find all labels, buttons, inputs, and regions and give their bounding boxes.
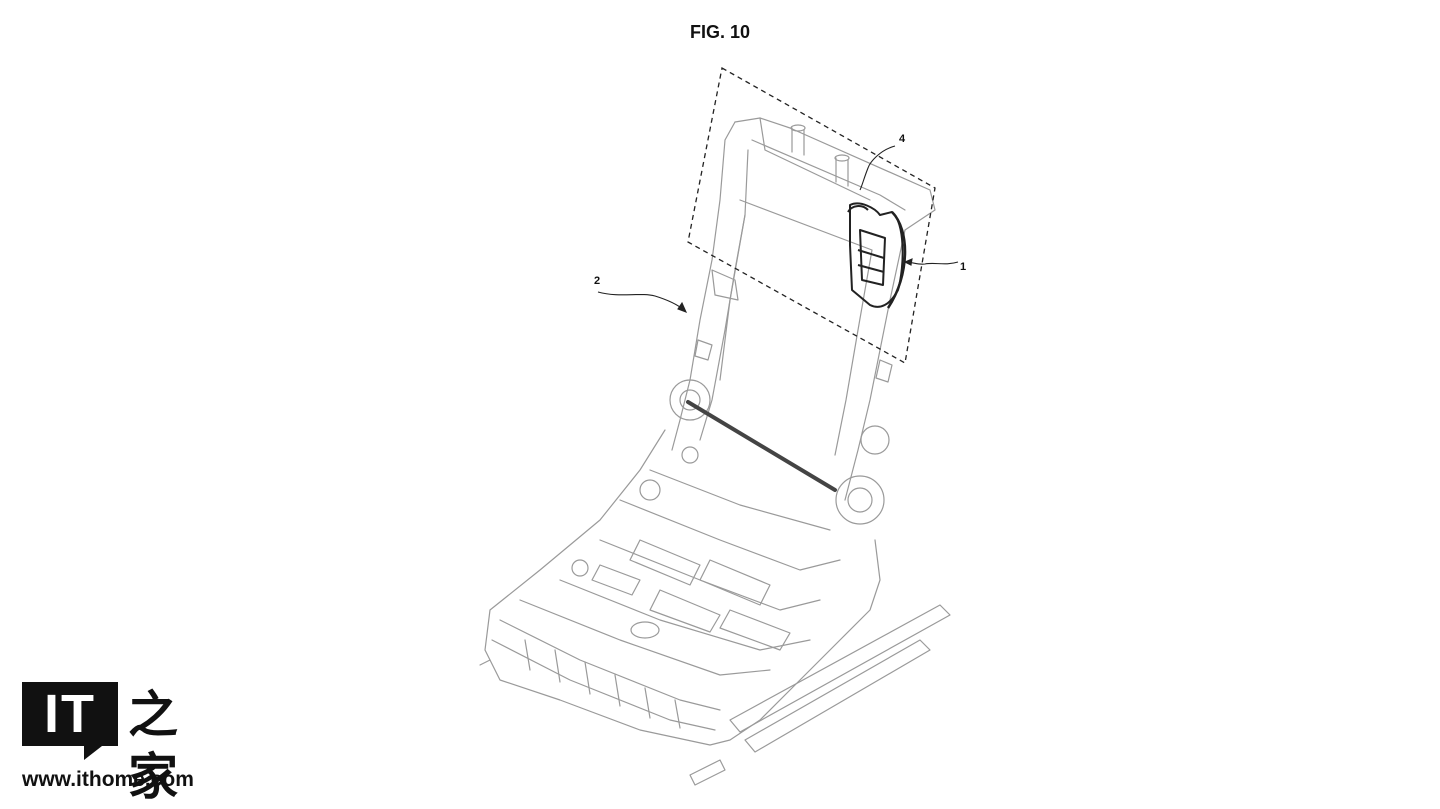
- component-1-bracket: [847, 202, 907, 309]
- logo-chinese-text: 之家: [128, 685, 178, 806]
- logo-it-mark: IT: [22, 682, 118, 746]
- figure-title: FIG. 10: [689, 22, 751, 42]
- ref-label-2: 2: [594, 275, 600, 287]
- ref-label-4: 4: [899, 133, 906, 145]
- leader-2: [597, 291, 685, 311]
- headrest-posts: [790, 124, 850, 187]
- leader-1: [905, 261, 959, 265]
- logo-speech-tail: [84, 746, 102, 760]
- cross-tube: [686, 400, 837, 492]
- leader-4: [859, 145, 896, 191]
- ithome-watermark-logo: IT 之家 www.ithome.com: [22, 682, 222, 806]
- logo-url: www.ithome.com: [22, 768, 194, 791]
- seat-rails: [479, 604, 951, 786]
- arrow-2: [677, 301, 688, 313]
- backrest-frame: [671, 117, 936, 501]
- ref-label-1: 1: [960, 261, 966, 273]
- seat-cushion-frame: [484, 429, 881, 746]
- dashed-region-box: [687, 66, 936, 365]
- recliner-mechanism: [669, 379, 890, 525]
- arrow-1: [903, 258, 913, 266]
